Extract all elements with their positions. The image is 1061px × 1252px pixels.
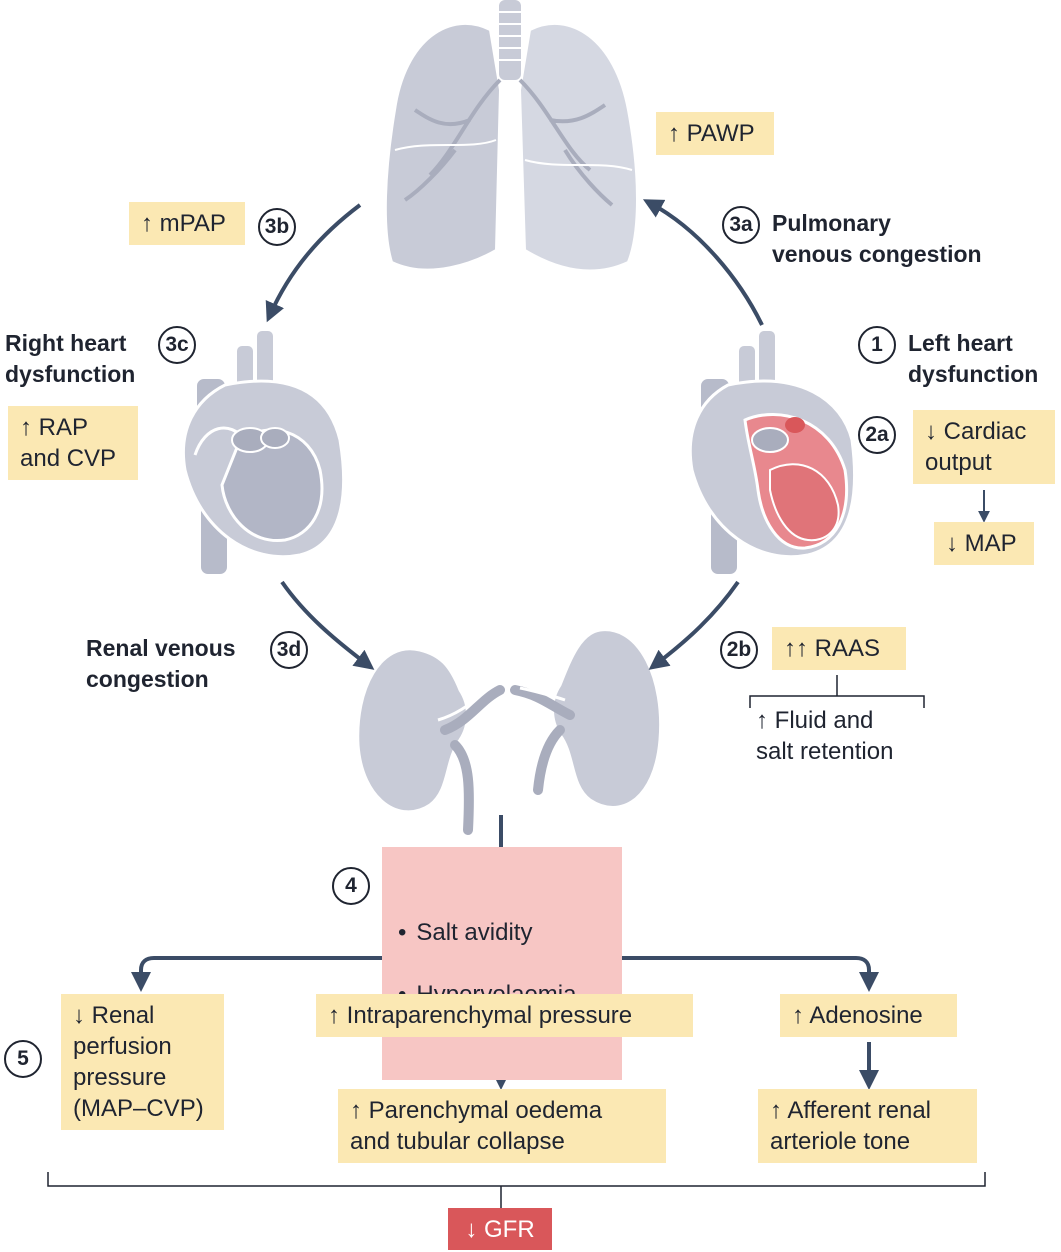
left-heart-icon (688, 329, 856, 576)
raas-bracket (749, 675, 925, 708)
badge-3a: 3a (722, 206, 760, 244)
badge-5: 5 (4, 1040, 42, 1078)
list-item: Salt avidity (398, 917, 606, 948)
badge-3b: 3b (258, 208, 296, 246)
badge-1: 1 (858, 326, 896, 364)
arrow-right-heart-to-kidneys (280, 580, 375, 670)
badge-3d: 3d (270, 631, 308, 669)
map-box: ↓ MAP (934, 522, 1034, 565)
parenchymal-oedema-box: ↑ Parenchymal oedema and tubular collaps… (338, 1089, 666, 1163)
raas-box: ↑↑ RAAS (772, 627, 906, 670)
lungs-icon (384, 0, 638, 272)
rap-cvp-box: ↑ RAP and CVP (8, 406, 138, 480)
left-heart-dysfunction-label: Left heart dysfunction (908, 330, 1039, 387)
arrow-left-heart-to-kidneys (648, 580, 740, 670)
badge-3c: 3c (158, 326, 196, 364)
bottom-bracket (47, 1172, 986, 1210)
afferent-arteriole-tone-box: ↑ Afferent renal arteriole tone (758, 1089, 977, 1163)
pulmonary-venous-congestion-label: Pulmonary venous congestion (772, 210, 982, 267)
step4-box: Salt avidity Hypervolaemia (382, 847, 622, 1080)
fluid-salt-retention-label: ↑ Fluid and salt retention (756, 707, 894, 765)
arrow-left-heart-to-lungs (642, 199, 764, 326)
badge-4: 4 (332, 867, 370, 905)
right-heart-icon (181, 329, 346, 576)
renal-venous-congestion-label: Renal venous congestion (86, 635, 236, 692)
intraparenchymal-pressure-box: ↑ Intraparenchymal pressure (316, 994, 693, 1037)
gfr-box: ↓ GFR (448, 1208, 552, 1250)
kidneys-icon (356, 628, 663, 835)
badge-2a: 2a (858, 416, 896, 454)
adenosine-box: ↑ Adenosine (780, 994, 957, 1037)
renal-perfusion-pressure-box: ↓ Renal perfusion pressure (MAP–CVP) (61, 994, 224, 1130)
cardiac-output-box: ↓ Cardiac output (913, 410, 1055, 484)
badge-2b: 2b (720, 631, 758, 669)
pawp-box: ↑ PAWP (656, 112, 774, 155)
mpap-box: ↑ mPAP (129, 202, 245, 245)
right-heart-dysfunction-label: Right heart dysfunction (5, 330, 136, 387)
arrow-lungs-to-right-heart (265, 203, 362, 323)
